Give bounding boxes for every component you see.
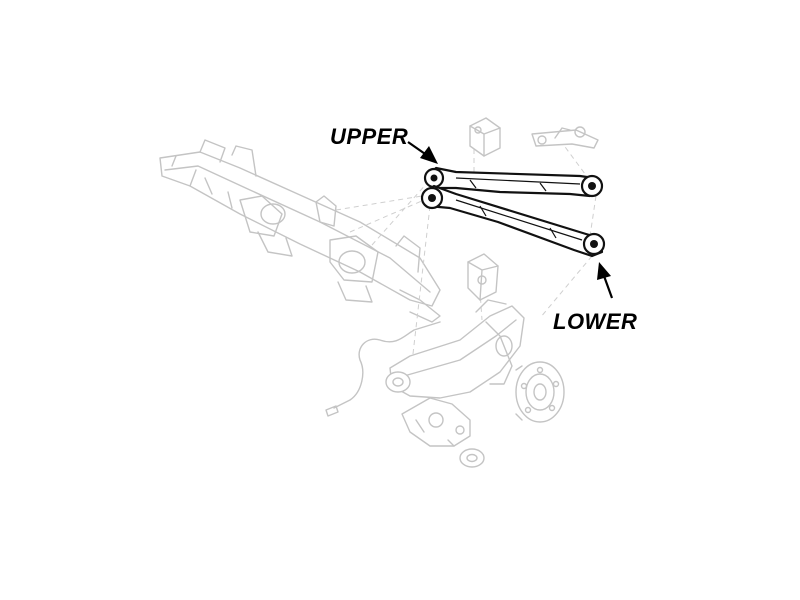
backing-plate (401, 397, 471, 447)
lower-label: LOWER (553, 309, 638, 334)
lower-callout-arrow (597, 262, 614, 299)
abs-sensor-cable (325, 321, 441, 417)
trailing-arm-knuckle (385, 299, 525, 399)
toe-link (531, 126, 599, 149)
wheel-hub (515, 361, 565, 423)
upper-label: UPPER (330, 124, 409, 149)
washer (459, 448, 485, 468)
mounting-bracket (469, 117, 501, 157)
lower-control-arm (420, 184, 606, 258)
spring-seat-bracket (467, 253, 499, 301)
rear-subframe (159, 139, 441, 323)
upper-callout-arrow (407, 141, 438, 164)
